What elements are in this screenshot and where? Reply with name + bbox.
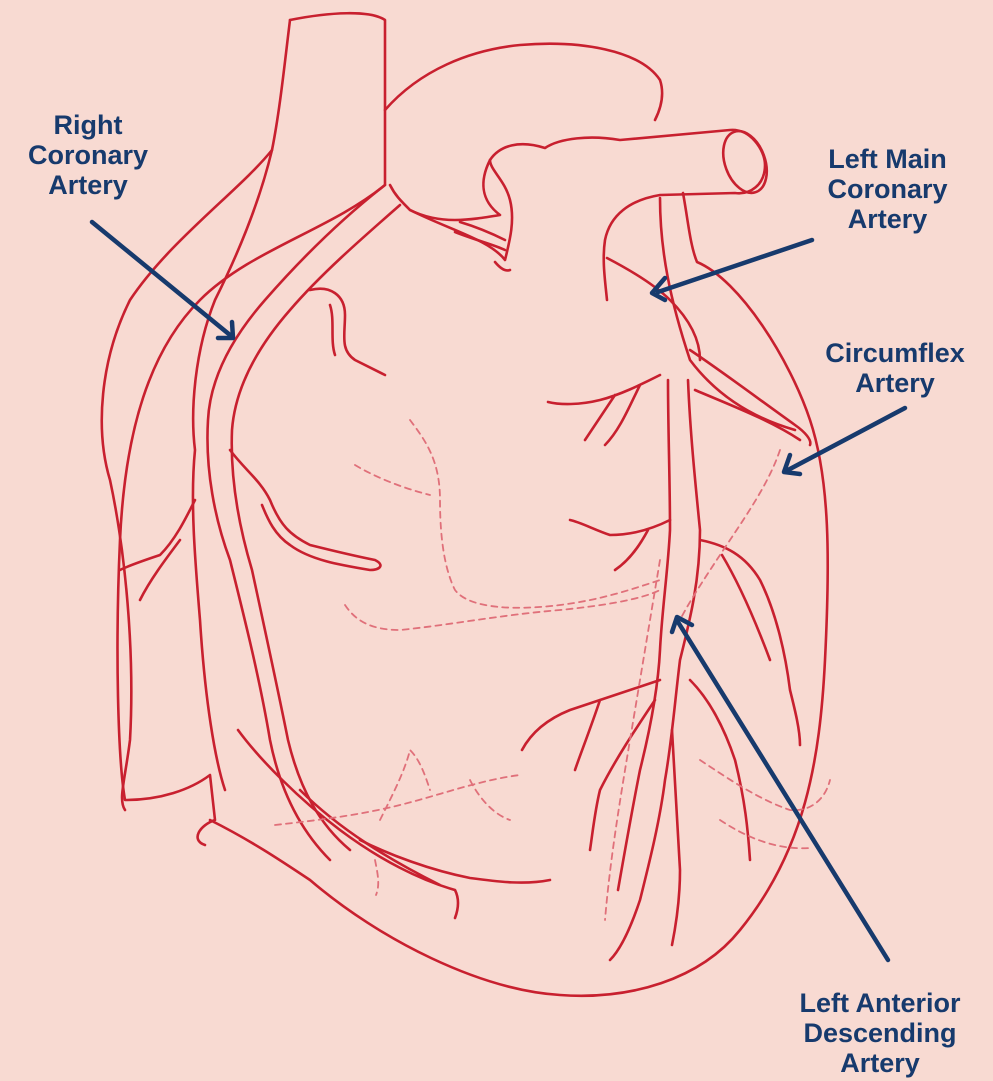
- hidden-vessel: [410, 420, 660, 608]
- left-main-label-line: Left Main: [790, 144, 985, 174]
- circumflex-label-line: Artery: [800, 368, 990, 398]
- right-coronary-label-line: Coronary: [0, 140, 176, 170]
- right-coronary-label: Right Coronary Artery: [0, 110, 176, 200]
- lad-label-line: Descending: [775, 1018, 985, 1048]
- hidden-vessel: [720, 820, 810, 848]
- heart-outline: [102, 13, 828, 996]
- right-coronary-label-line: Artery: [0, 170, 176, 200]
- lad-vessel: [610, 380, 700, 960]
- lad-lower-branch-center: [672, 730, 680, 945]
- left-main-label-line: Artery: [790, 204, 985, 234]
- lad-label: Left Anterior Descending Artery: [775, 988, 985, 1078]
- circumflex-vessel-inner: [695, 390, 800, 440]
- left-atrial-edge: [660, 198, 795, 430]
- lad-middle-branch: [570, 520, 670, 570]
- circumflex-label-line: Circumflex: [800, 338, 990, 368]
- rca-upper-branch: [310, 289, 385, 375]
- right-coronary-vessel: [207, 185, 385, 860]
- rca-middle-branch: [230, 450, 380, 570]
- left-main-arrow: [652, 240, 812, 300]
- aorta-opening: [715, 125, 774, 199]
- hidden-vessel: [375, 860, 378, 895]
- right-coronary-label-line: Right: [0, 110, 176, 140]
- hidden-vessel: [380, 750, 430, 820]
- coronary-vessels: [120, 185, 810, 960]
- rca-left-branch: [120, 500, 195, 600]
- circumflex-arrow: [784, 408, 905, 474]
- hidden-vessel: [355, 465, 430, 495]
- pulmonary-valve: [455, 222, 510, 271]
- lad-label-line: Artery: [775, 1048, 985, 1078]
- lad-lower-branch-mid: [590, 700, 655, 850]
- pulmonary-trunk-base: [390, 160, 500, 220]
- hidden-vessel: [605, 560, 660, 920]
- rca-descending-branch: [238, 730, 458, 918]
- circumflex-vessel: [690, 350, 810, 445]
- hidden-vessels: [275, 420, 830, 920]
- left-ventricle-outline: [210, 193, 828, 996]
- lad-arrow: [672, 617, 888, 960]
- right-coronary-arrow: [92, 222, 233, 338]
- left-main-label-line: Coronary: [790, 174, 985, 204]
- lad-label-line: Left Anterior: [775, 988, 985, 1018]
- lad-upper-branch: [548, 375, 660, 445]
- circumflex-label: Circumflex Artery: [800, 338, 990, 398]
- hidden-vessel: [345, 590, 660, 630]
- aortic-arch: [385, 44, 662, 120]
- hidden-vessel: [470, 780, 510, 820]
- lad-vessel-inner: [618, 380, 670, 890]
- left-main-label: Left Main Coronary Artery: [790, 144, 985, 234]
- pointer-arrows: [92, 222, 905, 960]
